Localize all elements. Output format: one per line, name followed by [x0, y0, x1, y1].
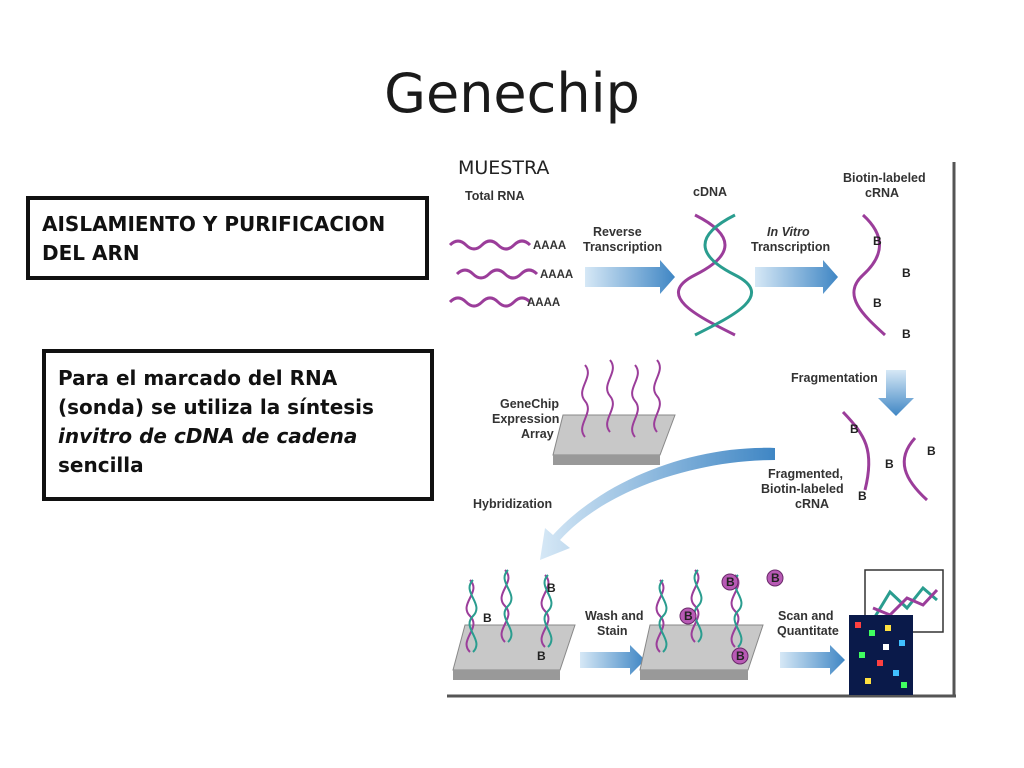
in-vitro-label-2: Transcription — [751, 240, 830, 254]
stain-biotin-2: B — [771, 571, 780, 585]
hyb-biotin-2: B — [483, 611, 492, 625]
biotin-crna-label-2: cRNA — [865, 186, 899, 200]
cdna-label: cDNA — [693, 185, 727, 199]
array-chip-edge — [553, 455, 660, 465]
probe-3 — [631, 364, 639, 438]
poly-a-2: AAAA — [540, 269, 573, 281]
labeling-text-3: sencilla — [58, 453, 144, 477]
hyb-target-3 — [543, 574, 553, 648]
stain-marker-1 — [721, 573, 739, 591]
stain-probe-1 — [655, 579, 665, 653]
probe-2 — [606, 359, 614, 433]
genechip-workflow-figure: Total RNA AAAA AAAA AAAA Reverse Transcr… — [445, 160, 958, 700]
cdna-strand-teal — [694, 213, 753, 337]
muestra-label: MUESTRA — [458, 157, 550, 179]
scan-spot — [899, 640, 905, 646]
result-line-teal — [871, 585, 938, 621]
scan-spot — [883, 644, 889, 650]
reverse-transcription-arrow — [585, 260, 675, 294]
scan-spot — [877, 660, 883, 666]
fragmentation-label: Fragmentation — [791, 371, 878, 385]
scan-label-2: Quantitate — [777, 624, 839, 638]
fragmented-label-3: cRNA — [795, 497, 829, 511]
labeling-text-1: Para el marcado del RNA (sonda) se utili… — [58, 366, 374, 419]
scan-spot — [869, 630, 875, 636]
wash-arrow — [580, 645, 645, 675]
frag-biotin-4: B — [858, 489, 867, 503]
isolation-text: AISLAMIENTO Y PURIFICACION DEL ARN — [42, 212, 386, 265]
biotin-mark-3: B — [873, 296, 882, 310]
biotin-crna-label-1: Biotin-labeled — [843, 171, 926, 185]
stained-chip-edge — [640, 670, 748, 680]
array-label-3: Array — [521, 427, 554, 441]
hybridization-arrow — [540, 447, 775, 560]
frag-biotin-1: B — [850, 422, 859, 436]
hyb-probe-2 — [500, 569, 510, 643]
workflow-diagram: Total RNA AAAA AAAA AAAA Reverse Transcr… — [447, 162, 956, 698]
array-label-1: GeneChip — [500, 397, 559, 411]
isolation-box: AISLAMIENTO Y PURIFICACION DEL ARN — [26, 196, 429, 280]
stain-probe-3 — [730, 574, 740, 648]
scan-spot — [859, 652, 865, 658]
result-line-purple — [872, 588, 939, 617]
total-rna-label: Total RNA — [465, 189, 525, 203]
stain-biotin-4: B — [736, 649, 745, 663]
fragment-2 — [902, 436, 929, 502]
labeling-box: Para el marcado del RNA (sonda) se utili… — [42, 349, 434, 501]
stain-marker-3 — [679, 607, 697, 625]
scan-spot — [901, 682, 907, 688]
poly-a-1: AAAA — [533, 240, 566, 252]
stain-target-1 — [658, 579, 668, 653]
hybridized-chip-edge — [453, 670, 560, 680]
labeling-text-italic: invitro de cDNA de cadena — [58, 424, 358, 448]
slide-title: Genechip — [384, 62, 640, 125]
stain-biotin-1: B — [726, 575, 735, 589]
scan-spot — [865, 678, 871, 684]
array-label-2: Expression — [492, 412, 559, 426]
hyb-biotin-1: B — [547, 581, 556, 595]
fragment-1 — [841, 410, 871, 491]
wash-label-2: Stain — [597, 624, 628, 638]
fragmentation-arrow — [878, 370, 914, 416]
biotin-mark-2: B — [902, 266, 911, 280]
hyb-target-2 — [503, 569, 513, 643]
biotin-mark-1: B — [873, 234, 882, 248]
rna-strand-3 — [448, 296, 532, 308]
probe-1 — [581, 364, 589, 438]
poly-a-3: AAAA — [527, 297, 560, 309]
stain-probe-2 — [690, 569, 700, 643]
hybridization-label: Hybridization — [473, 497, 552, 511]
fragmented-label-1: Fragmented, — [768, 467, 843, 481]
hyb-probe-1 — [465, 579, 475, 653]
rna-strand-2 — [455, 268, 539, 280]
frag-biotin-2: B — [927, 444, 936, 458]
frag-biotin-3: B — [885, 457, 894, 471]
stain-target-2 — [693, 569, 703, 643]
stain-biotin-3: B — [684, 609, 693, 623]
fragmented-label-2: Biotin-labeled — [761, 482, 844, 496]
scan-label-1: Scan and — [778, 609, 834, 623]
probe-4 — [653, 359, 661, 433]
biotin-mark-4: B — [902, 327, 911, 341]
array-chip — [552, 414, 676, 456]
scan-spot — [885, 625, 891, 631]
hyb-target-1 — [468, 579, 478, 653]
reverse-transcription-label-1: Reverse — [593, 225, 642, 239]
stain-marker-2 — [766, 569, 784, 587]
scan-spot — [893, 670, 899, 676]
in-vitro-label-1: In Vitro — [767, 225, 810, 239]
wash-label-1: Wash and — [585, 609, 644, 623]
stain-marker-4 — [731, 647, 749, 665]
reverse-transcription-label-2: Transcription — [583, 240, 662, 254]
crna-strand — [852, 213, 887, 337]
hyb-probe-3 — [540, 574, 550, 648]
scan-arrow — [780, 645, 845, 675]
in-vitro-arrow — [755, 260, 838, 294]
hyb-biotin-3: B — [537, 649, 546, 663]
rna-strand-1 — [448, 239, 532, 251]
scan-spot — [855, 622, 861, 628]
cdna-strand-purple — [677, 213, 736, 337]
